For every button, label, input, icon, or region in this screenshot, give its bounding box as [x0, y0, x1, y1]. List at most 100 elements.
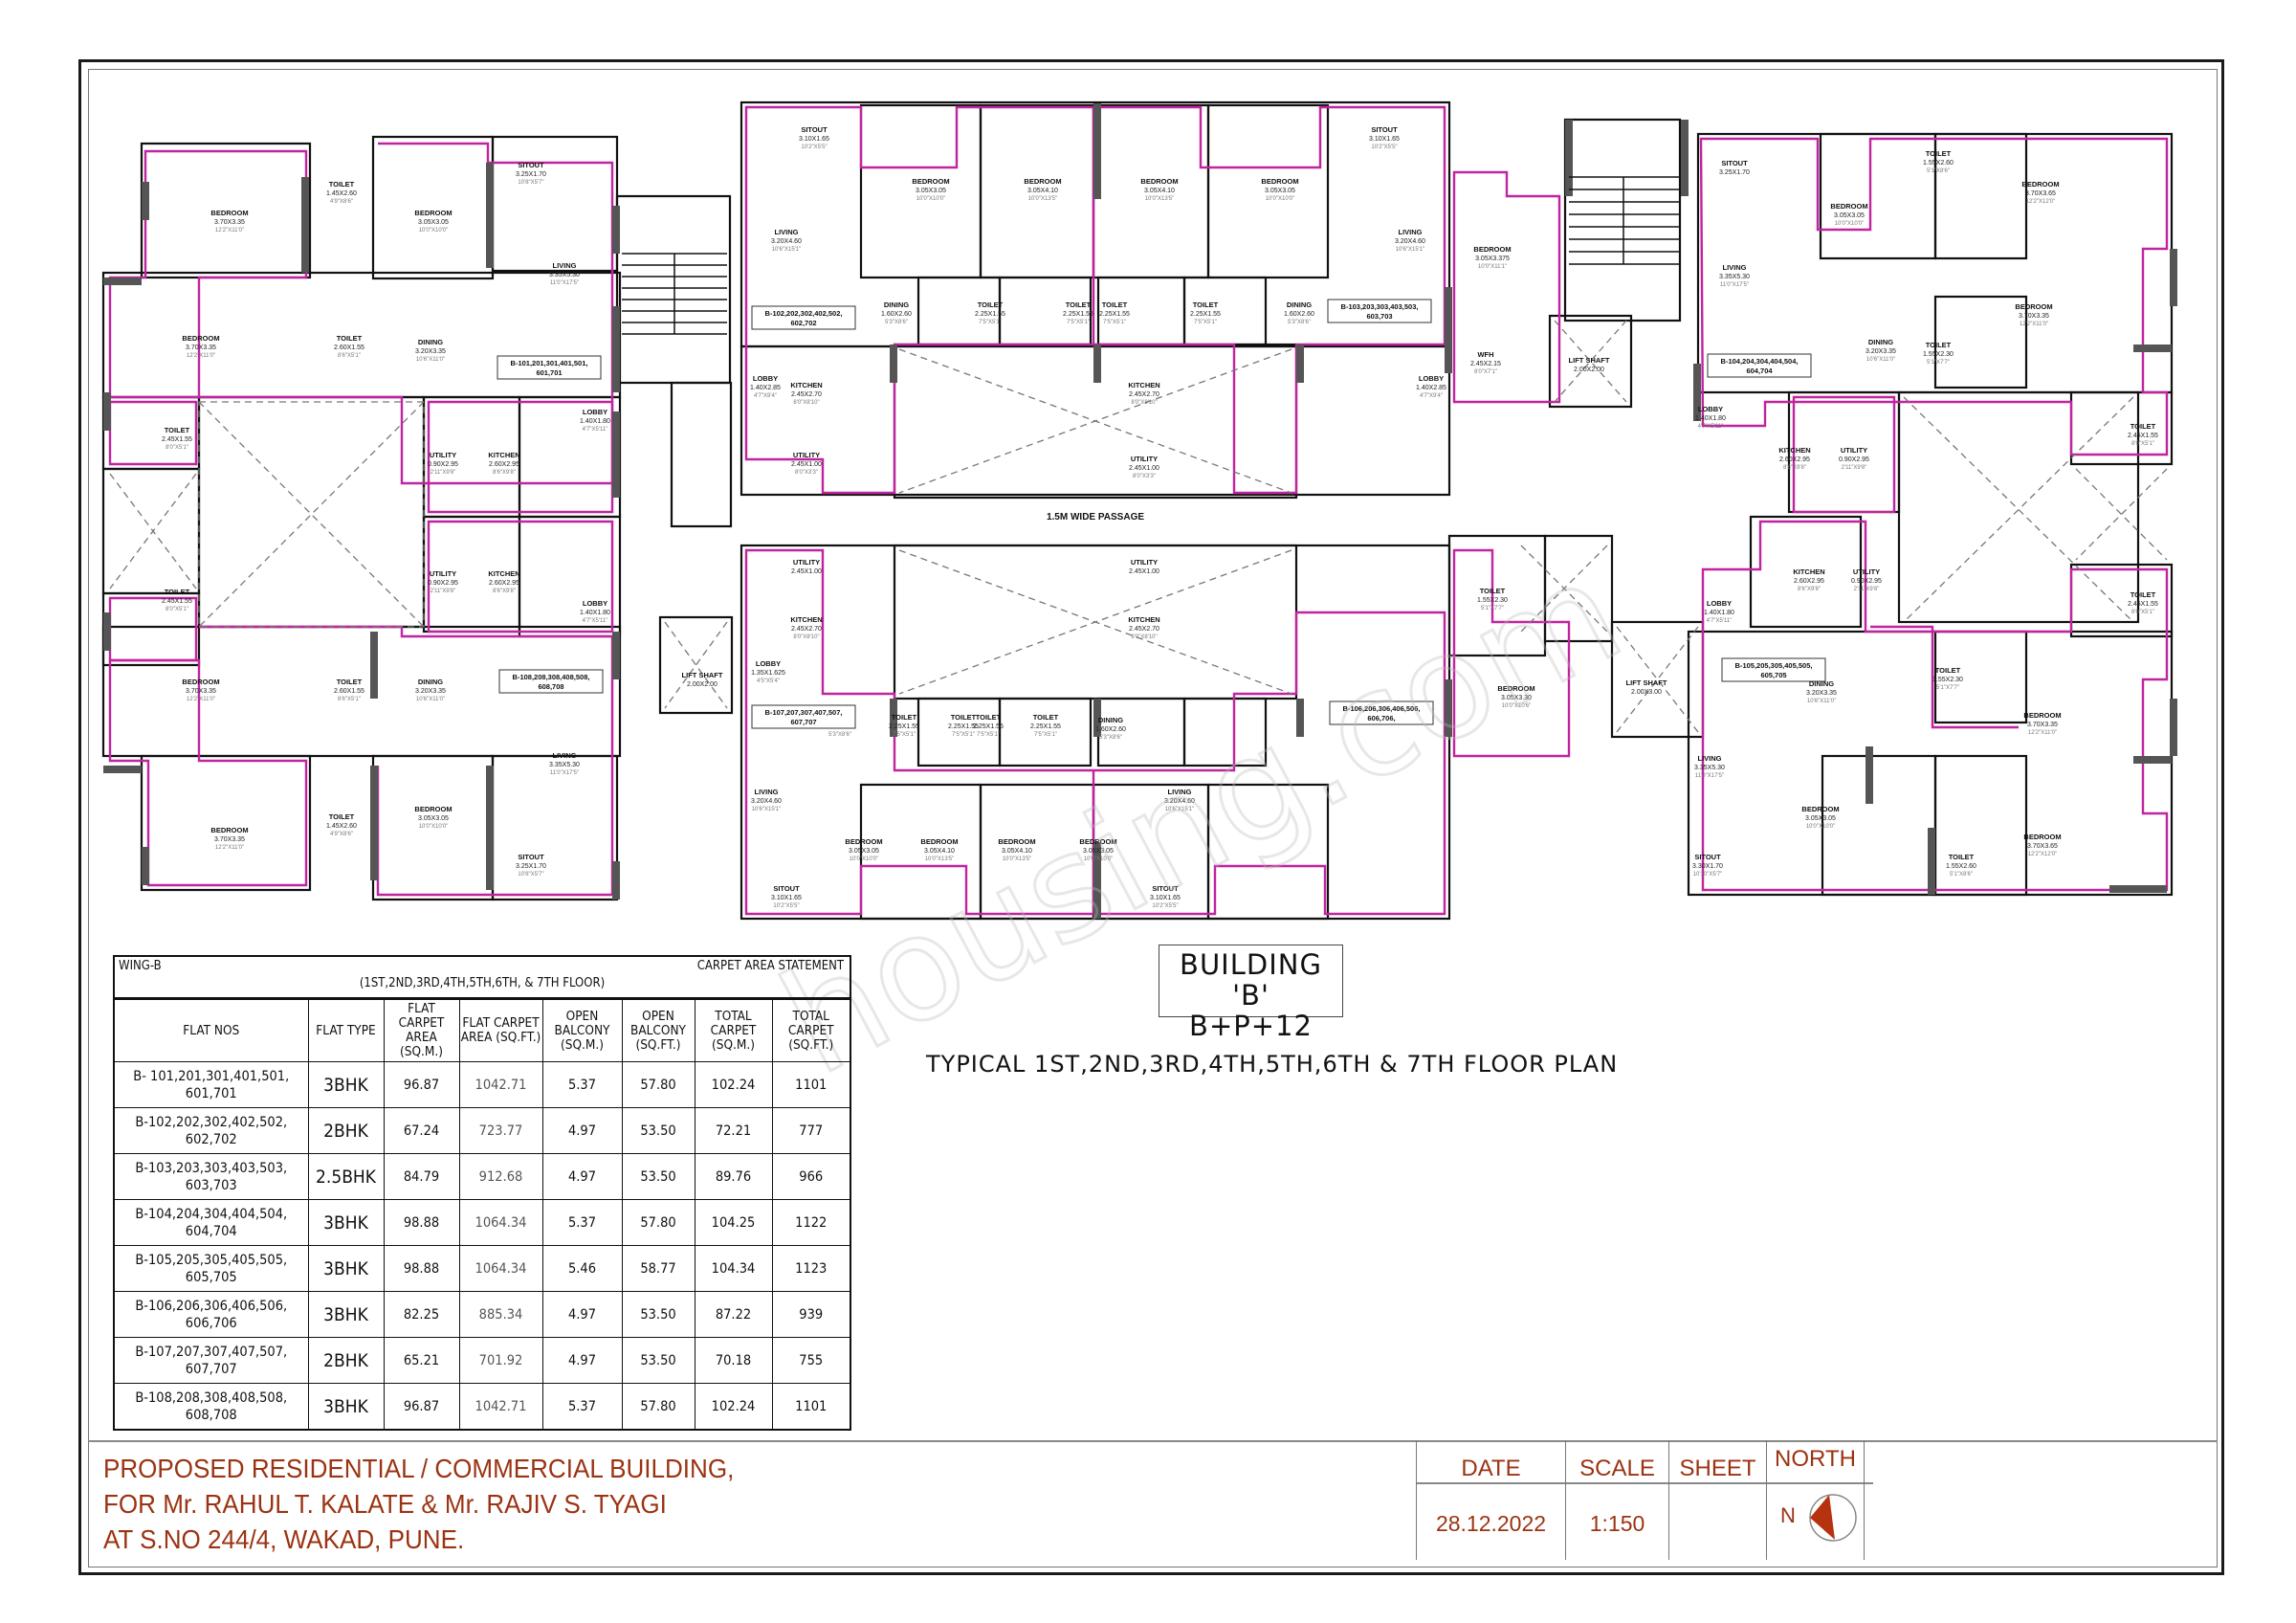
- project-line-1: PROPOSED RESIDENTIAL / COMMERCIAL BUILDI…: [103, 1454, 735, 1483]
- svg-text:SITOUT: SITOUT: [1152, 884, 1179, 893]
- svg-text:0.90X2.95: 0.90X2.95: [1851, 578, 1882, 585]
- svg-text:2.45X2.70: 2.45X2.70: [1129, 626, 1159, 633]
- svg-text:TOILET: TOILET: [1033, 713, 1059, 722]
- svg-text:2.45X2.15: 2.45X2.15: [1470, 361, 1501, 367]
- svg-text:LIVING: LIVING: [1398, 228, 1422, 236]
- svg-text:B-108,208,308,408,508,: B-108,208,308,408,508,: [513, 673, 590, 681]
- svg-text:3.20X3.35: 3.20X3.35: [415, 348, 446, 355]
- svg-text:10'0"X10'0": 10'0"X10'0": [850, 856, 879, 862]
- svg-text:TOILET: TOILET: [1935, 666, 1961, 675]
- total-sqm-cell: 104.34: [694, 1245, 773, 1292]
- svg-text:602,702: 602,702: [790, 319, 816, 327]
- flat-number-tag: B-104,204,304,404,504,604,704: [1707, 353, 1812, 378]
- svg-text:B-107,207,307,407,507,: B-107,207,307,407,507,: [765, 708, 843, 717]
- svg-text:1.40X2.85: 1.40X2.85: [1416, 385, 1446, 391]
- svg-text:3.35X5.30: 3.35X5.30: [549, 762, 580, 768]
- svg-text:10'6"X11'0": 10'6"X11'0": [416, 357, 445, 363]
- svg-text:LIFT SHAFT: LIFT SHAFT: [1569, 356, 1610, 365]
- svg-text:604,704: 604,704: [1746, 367, 1773, 375]
- total-sqm-cell: 72.21: [694, 1107, 773, 1154]
- svg-text:3.20X4.60: 3.20X4.60: [1395, 238, 1425, 245]
- svg-text:7'5"X5'1": 7'5"X5'1": [977, 732, 1000, 738]
- svg-text:8'0"X8'10": 8'0"X8'10": [793, 400, 819, 406]
- svg-text:8'0"X3'3": 8'0"X3'3": [1133, 474, 1156, 479]
- carpet-sqft-cell: 701.92: [458, 1337, 543, 1384]
- svg-text:BEDROOM: BEDROOM: [2023, 833, 2061, 841]
- carpet-sqm-cell: 65.21: [383, 1337, 460, 1384]
- svg-text:TOILET: TOILET: [337, 678, 363, 686]
- svg-text:UTILITY: UTILITY: [430, 569, 456, 578]
- svg-text:LIFT SHAFT: LIFT SHAFT: [1626, 678, 1667, 687]
- svg-text:1.45X2.60: 1.45X2.60: [326, 190, 357, 197]
- svg-text:10'8"X5'7": 10'8"X5'7": [518, 180, 543, 186]
- svg-text:10'8"X5'7": 10'8"X5'7": [518, 872, 543, 878]
- balcony-sqm-cell: 4.97: [541, 1337, 623, 1384]
- flat-number-tag: B-108,208,308,408,508,608,708: [498, 669, 604, 694]
- svg-text:TOILET: TOILET: [1102, 300, 1128, 309]
- svg-text:DINING: DINING: [1809, 679, 1834, 688]
- svg-text:1.55X2.30: 1.55X2.30: [1477, 597, 1508, 604]
- svg-text:3.20X4.60: 3.20X4.60: [751, 798, 782, 805]
- svg-text:11'0"X17'5": 11'0"X17'5": [550, 770, 579, 776]
- svg-text:BEDROOM: BEDROOM: [920, 837, 958, 846]
- svg-text:2.00X2.00: 2.00X2.00: [1574, 367, 1604, 373]
- svg-text:SITOUT: SITOUT: [518, 161, 544, 169]
- svg-text:3.70X3.35: 3.70X3.35: [186, 345, 216, 351]
- svg-text:8'0"X5'1": 8'0"X5'1": [166, 445, 188, 451]
- svg-text:LOBBY: LOBBY: [583, 599, 607, 608]
- total-sqft-cell: 777: [771, 1107, 850, 1154]
- flat-number-tag: B-103,203,303,403,503,603,703: [1327, 299, 1432, 323]
- svg-text:UTILITY: UTILITY: [1841, 446, 1867, 455]
- svg-text:3.70X3.35: 3.70X3.35: [2027, 722, 2058, 728]
- total-sqft-cell: 966: [771, 1153, 850, 1200]
- wing-label: WING-B: [119, 959, 162, 973]
- svg-text:BEDROOM: BEDROOM: [1261, 177, 1298, 186]
- svg-text:BEDROOM: BEDROOM: [1830, 202, 1867, 211]
- svg-text:3.05X3.05: 3.05X3.05: [916, 188, 946, 194]
- svg-text:10'0"X13'5": 10'0"X13'5": [1003, 856, 1032, 862]
- total-sqm-cell: 104.25: [694, 1199, 773, 1246]
- svg-text:606,706,: 606,706,: [1367, 714, 1395, 723]
- svg-text:5'3"X8'6": 5'3"X8'6": [1288, 320, 1311, 325]
- balcony-sqft-cell: 57.80: [621, 1199, 695, 1246]
- balcony-sqm-cell: 5.37: [541, 1061, 623, 1108]
- total-sqm-cell: 70.18: [694, 1337, 773, 1384]
- flat-nos-cell: B-102,202,302,402,502,602,702: [115, 1107, 309, 1154]
- total-sqft-cell: 1101: [771, 1061, 850, 1108]
- svg-text:10'0"X10'0": 10'0"X10'0": [419, 824, 449, 830]
- carpet-sqft-cell: 1064.34: [458, 1245, 543, 1292]
- svg-text:1.55X2.30: 1.55X2.30: [1932, 677, 1963, 683]
- svg-text:TOILET: TOILET: [1926, 149, 1952, 158]
- svg-text:1.40X1.80: 1.40X1.80: [580, 418, 610, 425]
- svg-text:608,708: 608,708: [538, 682, 563, 691]
- svg-text:TOILET: TOILET: [1480, 587, 1506, 595]
- svg-text:3.20X3.35: 3.20X3.35: [1866, 348, 1896, 355]
- svg-text:KITCHEN: KITCHEN: [1793, 567, 1824, 576]
- svg-text:10'0"X10'0": 10'0"X10'0": [1806, 824, 1836, 830]
- total-sqft-cell: 939: [771, 1291, 850, 1338]
- svg-text:11'0"X17'5": 11'0"X17'5": [1720, 282, 1749, 288]
- svg-text:2.45X1.00: 2.45X1.00: [791, 568, 822, 575]
- sheet-inner-border: [88, 69, 2218, 1567]
- svg-text:0.90X2.95: 0.90X2.95: [428, 580, 458, 587]
